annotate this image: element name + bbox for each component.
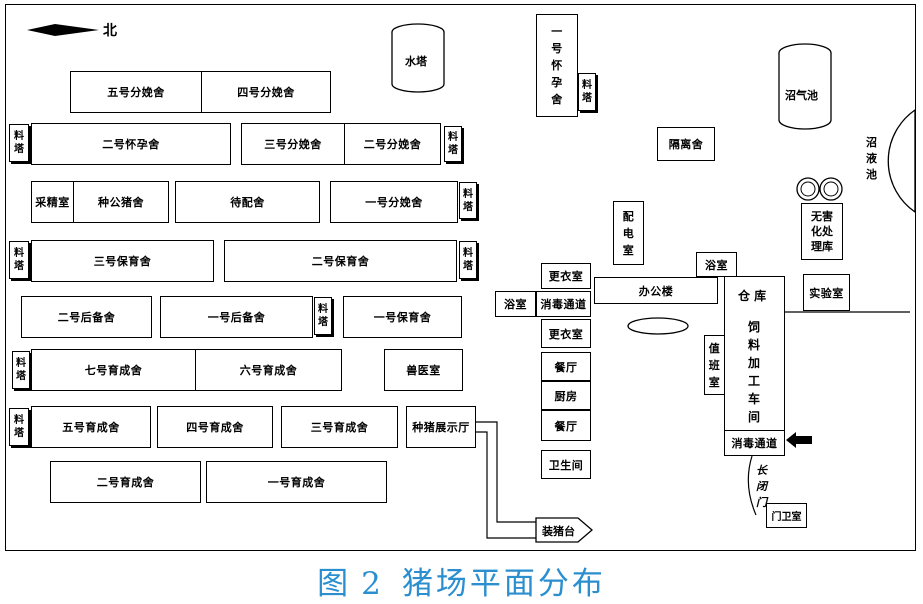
biogas-digester-icon-1-inner — [800, 181, 816, 197]
caption-fig: 图 — [317, 566, 352, 602]
finishing-house-4: 四号育成舍 — [157, 406, 273, 448]
dressing-room-2: 更衣室 — [541, 319, 591, 348]
loading-path-outer — [475, 421, 538, 523]
veterinary-room: 兽医室 — [384, 349, 463, 391]
feed-tower: 料塔 — [9, 241, 29, 279]
gestation-house-2: 二号怀孕舍 — [31, 123, 231, 165]
nursery-house-1: 一号保育舍 — [343, 296, 462, 338]
farrowing-house-2: 二号分娩舍 — [344, 123, 441, 165]
north-arrow-icon — [27, 24, 99, 36]
guard-room: 门卫室 — [766, 503, 807, 528]
disinfection-channel-2: 消毒通道 — [724, 430, 785, 456]
closed-gate-curve — [747, 455, 757, 516]
feed-tower: 料塔 — [9, 408, 29, 446]
laboratory: 实验室 — [803, 274, 850, 311]
feed-tower: 料塔 — [444, 126, 462, 162]
power-distribution-room: 配电室 — [613, 201, 644, 265]
office-building: 办公楼 — [594, 277, 718, 304]
loading-path-inner — [475, 431, 538, 539]
slurry-pond-label: 沼液池 — [866, 136, 877, 181]
biogas-tank-body — [778, 53, 832, 130]
farrowing-house-4: 四号分娩舍 — [201, 71, 331, 113]
feed-tower: 料塔 — [12, 351, 30, 389]
semen-collection-room: 采精室 — [31, 181, 74, 223]
farrowing-house-1: 一号分娩舍 — [330, 181, 458, 223]
pond-oval — [627, 317, 689, 335]
nursery-house-2: 二号保育舍 — [224, 240, 457, 282]
gestation-house-1: 一号怀孕舍 — [536, 14, 578, 117]
canteen-2: 餐厅 — [541, 410, 591, 441]
breeding-wait-house: 待配舍 — [175, 181, 320, 223]
finishing-house-6: 六号育成舍 — [195, 349, 342, 391]
toilet: 卫生间 — [541, 450, 591, 479]
kitchen: 厨房 — [541, 381, 591, 410]
water-tower-body — [391, 32, 445, 93]
warehouse-label: 仓 库 — [738, 289, 767, 303]
harmless-treatment-warehouse: 无害化处理库 — [801, 203, 843, 260]
feed-tower: 料塔 — [578, 73, 596, 111]
finishing-house-7: 七号育成舍 — [31, 349, 196, 391]
finishing-house-5: 五号育成舍 — [31, 406, 151, 448]
finishing-house-1: 一号育成舍 — [206, 461, 387, 503]
boar-house: 种公猪舍 — [73, 181, 169, 223]
dressing-room-1: 更衣室 — [541, 263, 591, 289]
north-label: 北 — [103, 23, 117, 39]
canteen-1: 餐厅 — [541, 352, 591, 381]
finishing-house-3: 三号育成舍 — [281, 406, 398, 448]
nursery-house-3: 三号保育舍 — [31, 240, 214, 282]
water-tower-label: 水塔 — [405, 55, 427, 68]
feed-tower: 料塔 — [314, 297, 332, 335]
disinfection-channel-1: 消毒通道 — [536, 291, 591, 317]
feed-tower: 料塔 — [459, 182, 477, 219]
loading-ramp-shape — [535, 517, 593, 543]
closed-gate-label: 长闭门 — [756, 464, 767, 509]
feed-tower: 料塔 — [459, 241, 477, 279]
feed-tower: 料塔 — [9, 124, 29, 162]
bath-room-1: 浴室 — [495, 291, 536, 317]
finishing-house-2: 二号育成舍 — [50, 461, 201, 503]
breeding-pig-showroom: 种猪展示厅 — [406, 406, 476, 448]
reserve-house-1: 一号后备舍 — [160, 296, 313, 338]
caption-title: 猪场平面分布 — [401, 566, 606, 602]
isolation-house: 隔离舍 — [657, 127, 715, 161]
reserve-house-2: 二号后备舍 — [21, 296, 152, 338]
loading-platform-label: 装猪台 — [542, 525, 575, 538]
biogas-tank-label: 沼气池 — [785, 89, 818, 102]
farrowing-house-3: 三号分娩舍 — [241, 123, 345, 165]
duty-room: 值班室 — [704, 335, 725, 395]
farrowing-house-5: 五号分娩舍 — [70, 71, 202, 113]
caption-number: 2 — [361, 566, 384, 602]
entrance-arrow-icon — [786, 432, 812, 448]
bath-room-2: 浴室 — [696, 252, 737, 277]
feed-mill-label: 饲料加工车间 — [748, 320, 761, 424]
biogas-digester-icon-2-inner — [823, 181, 839, 197]
slurry-pond-shape — [887, 108, 916, 214]
